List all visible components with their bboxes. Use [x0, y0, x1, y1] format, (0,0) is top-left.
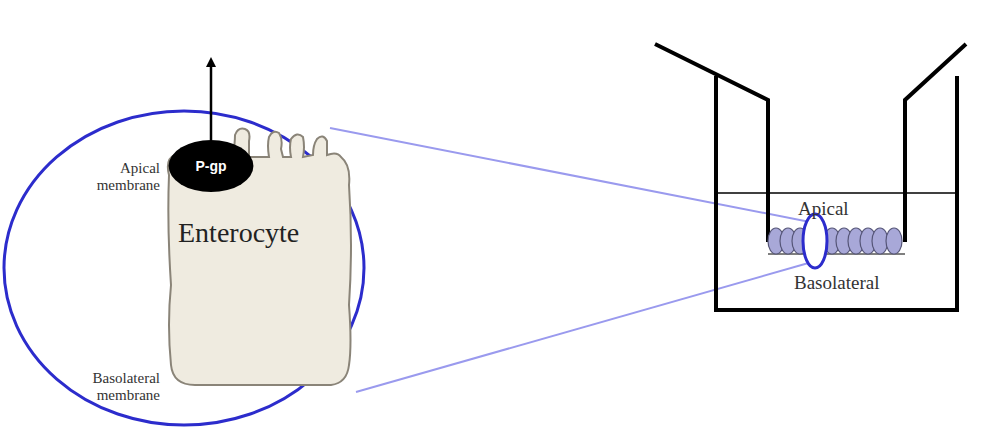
cell	[886, 228, 902, 254]
compartment-label: Basolateral	[794, 272, 914, 294]
magnifier-circle	[4, 111, 364, 425]
medium-level	[768, 192, 905, 194]
enterocyte-cell-label: Enterocyte	[178, 217, 299, 249]
pgp-transporter: P-gp	[167, 139, 255, 193]
membrane-label: Basolateral membrane	[40, 370, 160, 405]
zoom-line	[330, 128, 810, 222]
highlight-cell	[803, 214, 827, 268]
zoom-line	[356, 262, 812, 392]
pgp-transporter-label: P-gp	[167, 139, 255, 193]
enterocyte-cell-shape	[168, 129, 351, 385]
insert-wall	[655, 44, 768, 242]
well	[716, 76, 957, 310]
membrane-label: Apical membrane	[62, 160, 160, 195]
medium-level	[905, 192, 957, 194]
efflux-arrow	[210, 62, 213, 140]
medium-level	[716, 192, 768, 194]
cell-monolayer	[768, 228, 902, 254]
compartment-label: Apical	[798, 198, 878, 220]
insert-wall	[905, 44, 966, 242]
